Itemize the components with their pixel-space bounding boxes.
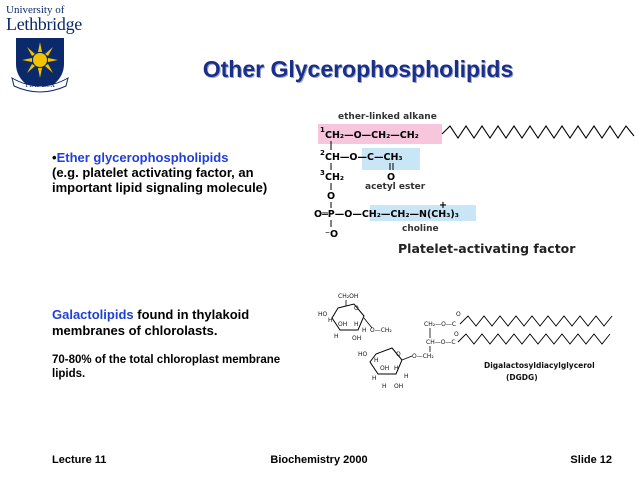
logo-motto: FIAT LUX (25, 82, 55, 89)
svg-text:O—CH₂: O—CH₂ (370, 327, 392, 334)
svg-text:O: O (456, 311, 461, 318)
ether-description: (e.g. platelet activating factor, an imp… (52, 165, 268, 195)
svg-text:⁻O: ⁻O (325, 229, 338, 240)
footer-course: Biochemistry 2000 (270, 454, 368, 466)
footer-lecture: Lecture 11 (52, 454, 107, 466)
bullet: • (52, 150, 57, 165)
ether-paragraph: •Ether glycerophospholipids (e.g. platel… (52, 150, 292, 195)
svg-text:H: H (334, 333, 339, 340)
svg-text:CH—O—C—CH₃: CH—O—C—CH₃ (325, 152, 403, 163)
galacto-term: Galactolipids (52, 307, 134, 322)
svg-text:H: H (374, 357, 379, 364)
svg-text:+: + (439, 200, 447, 211)
svg-text:CH₂OH: CH₂OH (338, 293, 358, 300)
svg-text:HO: HO (358, 351, 368, 358)
svg-text:OH: OH (394, 383, 403, 390)
svg-text:O: O (396, 351, 401, 358)
galacto-description: found in thylakoid membranes of chlorola… (52, 307, 250, 338)
label-choline: choline (402, 224, 439, 234)
svg-text:H: H (354, 321, 359, 328)
svg-text:OH: OH (380, 365, 389, 372)
svg-text:O: O (387, 172, 395, 183)
university-logo: University of Lethbridge FIAT LUX (6, 4, 90, 96)
svg-text:H: H (362, 327, 367, 334)
ether-term: Ether glycerophospholipids (56, 150, 229, 165)
svg-text:1: 1 (320, 126, 325, 134)
svg-text:HO: HO (318, 311, 328, 318)
logo-line2: Lethbridge (6, 14, 82, 34)
svg-text:CH₂: CH₂ (325, 172, 344, 183)
svg-text:H: H (372, 375, 377, 382)
svg-text:CH₂—O—CH₂—CH₂: CH₂—O—CH₂—CH₂ (325, 130, 419, 141)
svg-text:O—CH₂: O—CH₂ (412, 353, 434, 360)
svg-text:O: O (454, 331, 459, 338)
svg-text:CH₂—O—C: CH₂—O—C (424, 321, 456, 328)
dgdg-abbrev: (DGDG) (506, 373, 538, 382)
dgdg-name: Digalactosyldiacylglycerol (484, 361, 595, 370)
svg-text:H: H (394, 365, 399, 372)
label-ether-linked-alkane: ether-linked alkane (338, 112, 437, 122)
choline-highlight (370, 205, 476, 221)
logo-line1: University of (6, 4, 65, 16)
svg-text:H: H (382, 383, 387, 390)
ether-highlight (318, 124, 442, 144)
figure-caption-paf: Platelet-activating factor (398, 241, 576, 256)
svg-text:OH: OH (338, 321, 347, 328)
svg-text:3: 3 (320, 169, 325, 177)
svg-text:O═P—O—CH₂—CH₂—N(CH₃)₃: O═P—O—CH₂—CH₂—N(CH₃)₃ (314, 209, 459, 220)
galacto-fact: 70-80% of the total chloroplast membrane… (52, 354, 281, 380)
acetyl-highlight (362, 148, 420, 170)
svg-text:CH—O—C: CH—O—C (426, 339, 456, 346)
galactolipid-paragraph: Galactolipids found in thylakoid membran… (52, 307, 292, 339)
svg-text:O: O (327, 191, 335, 202)
footer-slide-number: Slide 12 (570, 454, 612, 466)
svg-text:H: H (328, 317, 333, 324)
label-acetyl-ester: acetyl ester (365, 182, 426, 192)
svg-text:2: 2 (320, 149, 325, 157)
slide-title: Other Glycerophospholipids (202, 56, 514, 82)
svg-text:OH: OH (352, 335, 361, 342)
dgdg-structure: CH₂OH O HO H OH H H OH H O—CH₂ O HO H OH… (318, 293, 613, 390)
svg-text:H: H (404, 373, 409, 380)
sun-shield-icon: FIAT LUX (11, 38, 69, 93)
platelet-activating-factor-structure: ether-linked alkane 1 CH₂—O—CH₂—CH₂ 2 CH… (314, 112, 635, 256)
svg-text:O: O (354, 305, 359, 312)
